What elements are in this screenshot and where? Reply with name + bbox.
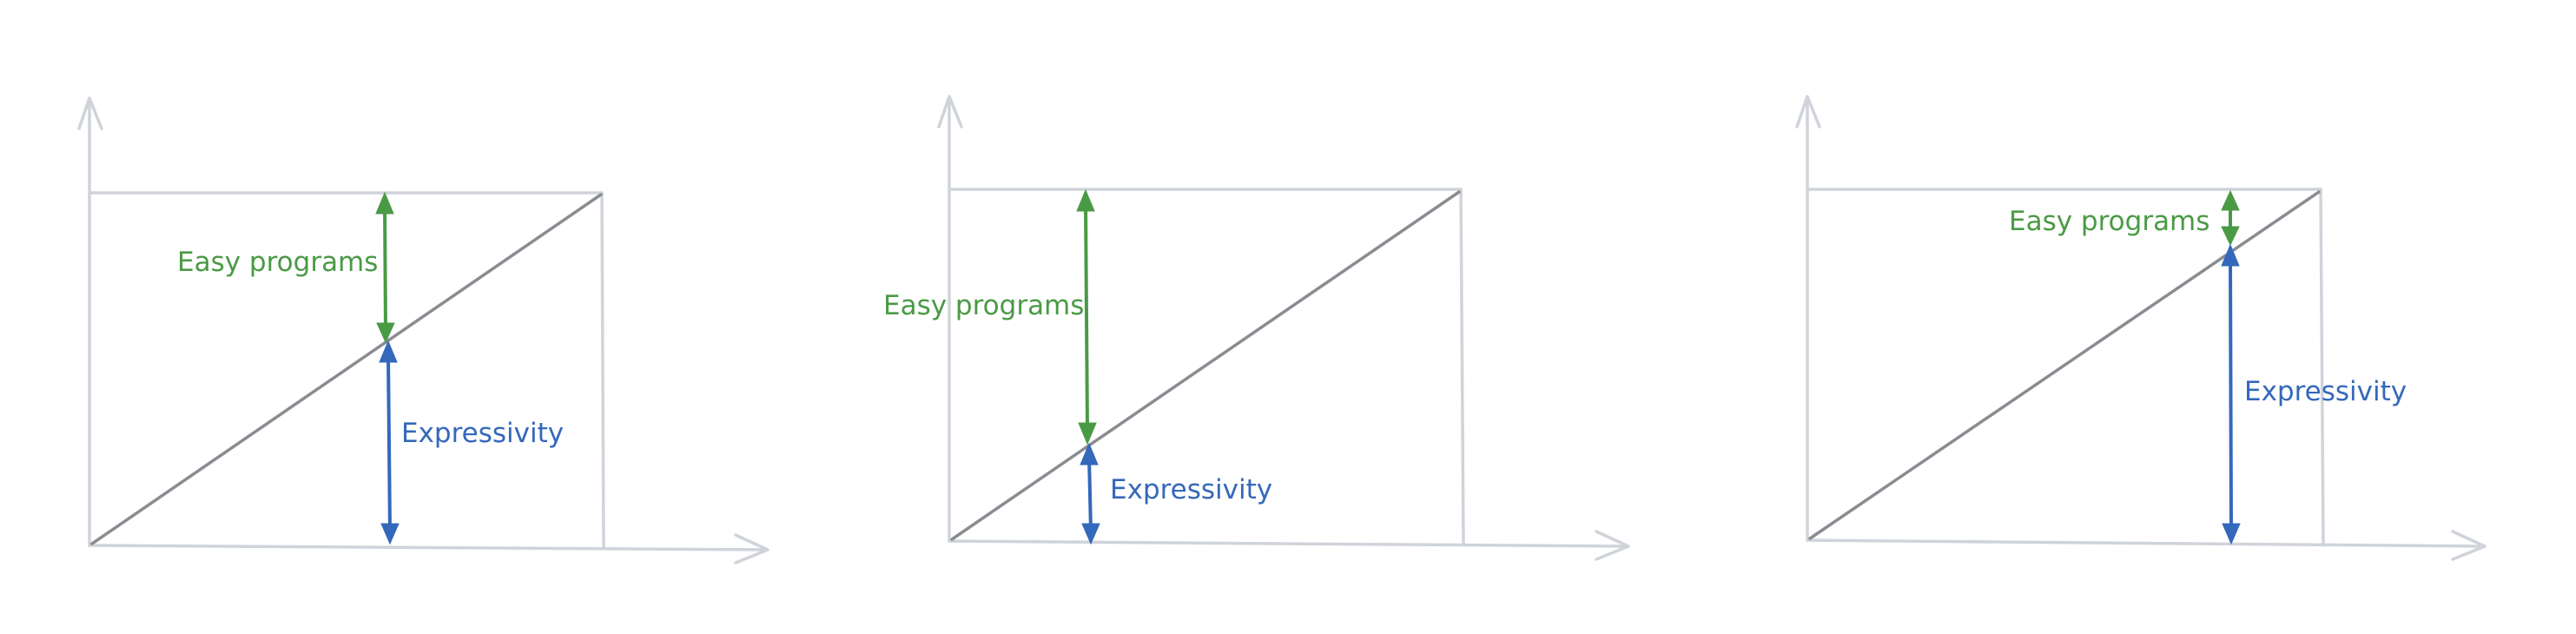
expressivity-label: Expressivity <box>1110 474 1272 505</box>
easy-programs-label: Easy programs <box>2009 206 2209 237</box>
y-axis-arrowhead <box>937 95 963 129</box>
diagonal-line <box>1808 190 2321 540</box>
easy-programs-arrow <box>375 191 395 344</box>
y-axis-arrowhead <box>1795 95 1821 129</box>
expressivity-arrow <box>2221 243 2241 545</box>
frame-right <box>600 191 605 548</box>
x-axis <box>88 544 768 551</box>
y-axis-arrowhead <box>77 96 103 130</box>
easy-programs-label: Easy programs <box>177 247 378 278</box>
easy-programs-arrow <box>2221 189 2240 247</box>
x-axis <box>948 539 1628 548</box>
expressivity-label: Expressivity <box>401 418 564 449</box>
easy-programs-arrow <box>1076 188 1097 446</box>
expressivity-arrow <box>1080 442 1100 545</box>
x-axis-arrowhead <box>734 533 769 565</box>
frame-right <box>2319 188 2325 547</box>
frame-right <box>1459 188 1465 545</box>
easy-programs-label: Easy programs <box>883 290 1084 321</box>
x-axis <box>1806 538 2485 548</box>
expressivity-label: Expressivity <box>2244 376 2407 407</box>
panel-3: Easy programs Expressivity <box>1795 95 2487 561</box>
panel-1: Easy programs Expressivity <box>77 96 769 565</box>
x-axis-arrowhead <box>1595 530 1630 561</box>
diagonal-line <box>950 190 1461 541</box>
x-axis-arrowhead <box>2451 530 2487 561</box>
expressivity-arrow <box>379 340 400 545</box>
panel-2: Easy programs Expressivity <box>883 95 1630 561</box>
diagonal-line <box>90 193 603 545</box>
